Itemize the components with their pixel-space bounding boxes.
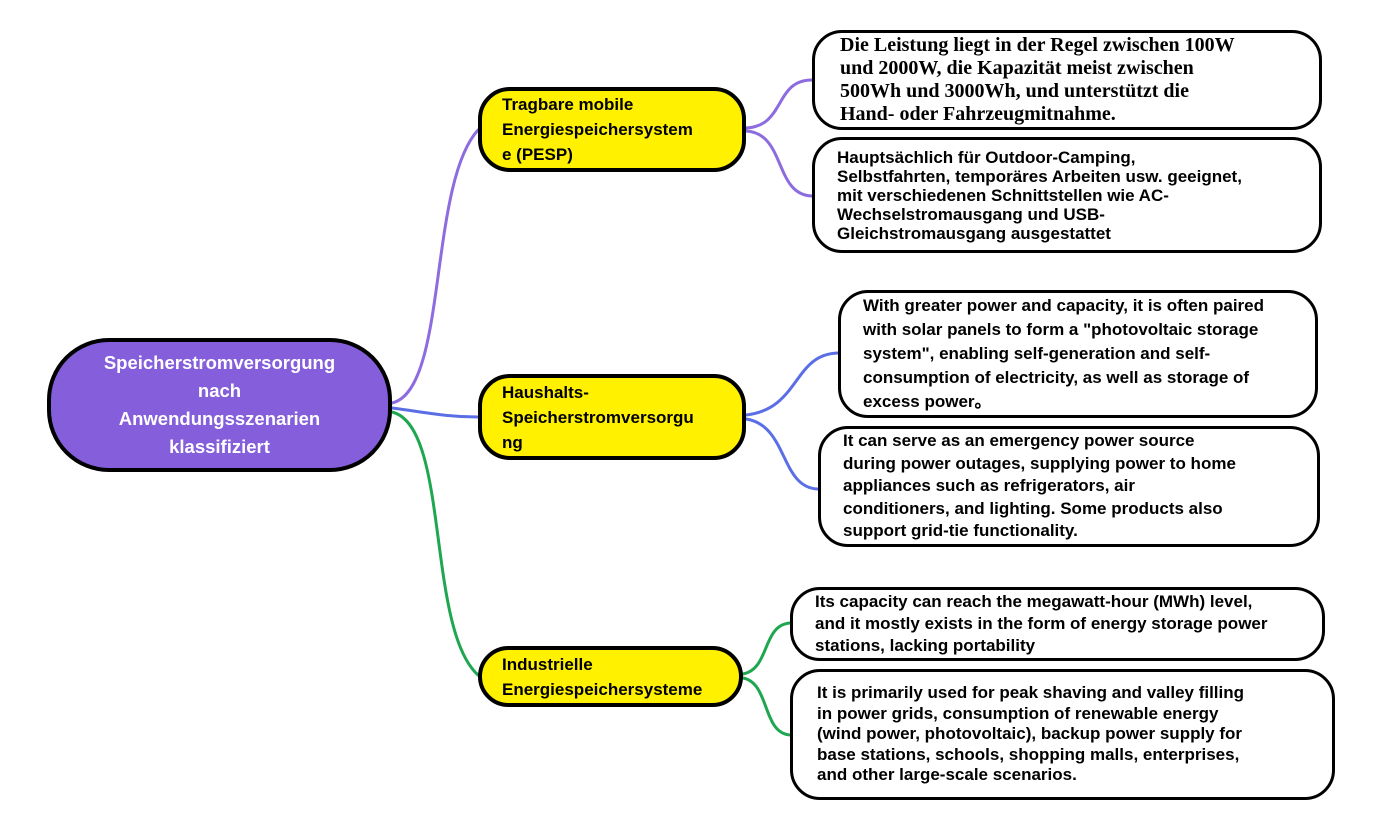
connector-industrial-to-leaf2	[741, 676, 792, 737]
root-node[interactable]: Speicherstromversorgung nach Anwendungss…	[47, 338, 392, 472]
leaf-node-household-backup[interactable]: It can serve as an emergency power sourc…	[818, 426, 1320, 547]
connector-root-to-industrial	[390, 410, 480, 677]
branch-node-household[interactable]: Haushalts-Speicherstromversorgung	[478, 374, 746, 460]
root-node-label: Speicherstromversorgung nach Anwendungss…	[103, 352, 336, 457]
leaf-node-industrial-capacity-text: Its capacity can reach the megawatt-hour…	[815, 592, 1268, 655]
connector-household-to-leaf2	[744, 417, 820, 491]
connector-root-to-portable	[390, 128, 480, 405]
leaf-node-household-pv-text: With greater power and capacity, it is o…	[863, 296, 1265, 411]
branch-node-portable[interactable]: Tragbare mobile Energiespeichersysteme (…	[478, 87, 746, 172]
connector-root-to-household	[390, 406, 480, 419]
leaf-node-portable-usage[interactable]: Hauptsächlich für Outdoor-Camping, Selbs…	[812, 137, 1322, 253]
leaf-node-industrial-capacity[interactable]: Its capacity can reach the megawatt-hour…	[790, 587, 1325, 661]
connector-household-to-leaf1	[744, 351, 840, 417]
connector-portable-to-leaf1	[744, 78, 814, 130]
branch-node-industrial[interactable]: Industrielle Energiespeichersysteme	[478, 646, 743, 707]
leaf-node-industrial-usage[interactable]: It is primarily used for peak shaving an…	[790, 669, 1335, 800]
leaf-node-household-pv[interactable]: With greater power and capacity, it is o…	[838, 290, 1318, 418]
leaf-node-portable-specs[interactable]: Die Leistung liegt in der Regel zwischen…	[812, 30, 1322, 130]
branch-node-industrial-label: Industrielle Energiespeichersysteme	[502, 654, 703, 699]
branch-node-household-label: Haushalts-Speicherstromversorgung	[502, 382, 694, 452]
leaf-node-industrial-usage-text: It is primarily used for peak shaving an…	[817, 683, 1245, 785]
leaf-node-portable-specs-text: Die Leistung liegt in der Regel zwischen…	[840, 34, 1235, 125]
leaf-node-household-backup-text: It can serve as an emergency power sourc…	[843, 431, 1236, 541]
leaf-node-portable-usage-text: Hauptsächlich für Outdoor-Camping, Selbs…	[837, 147, 1242, 243]
branch-node-portable-label: Tragbare mobile Energiespeichersysteme (…	[502, 95, 693, 164]
connector-portable-to-leaf2	[744, 129, 814, 198]
connector-industrial-to-leaf1	[741, 621, 792, 676]
